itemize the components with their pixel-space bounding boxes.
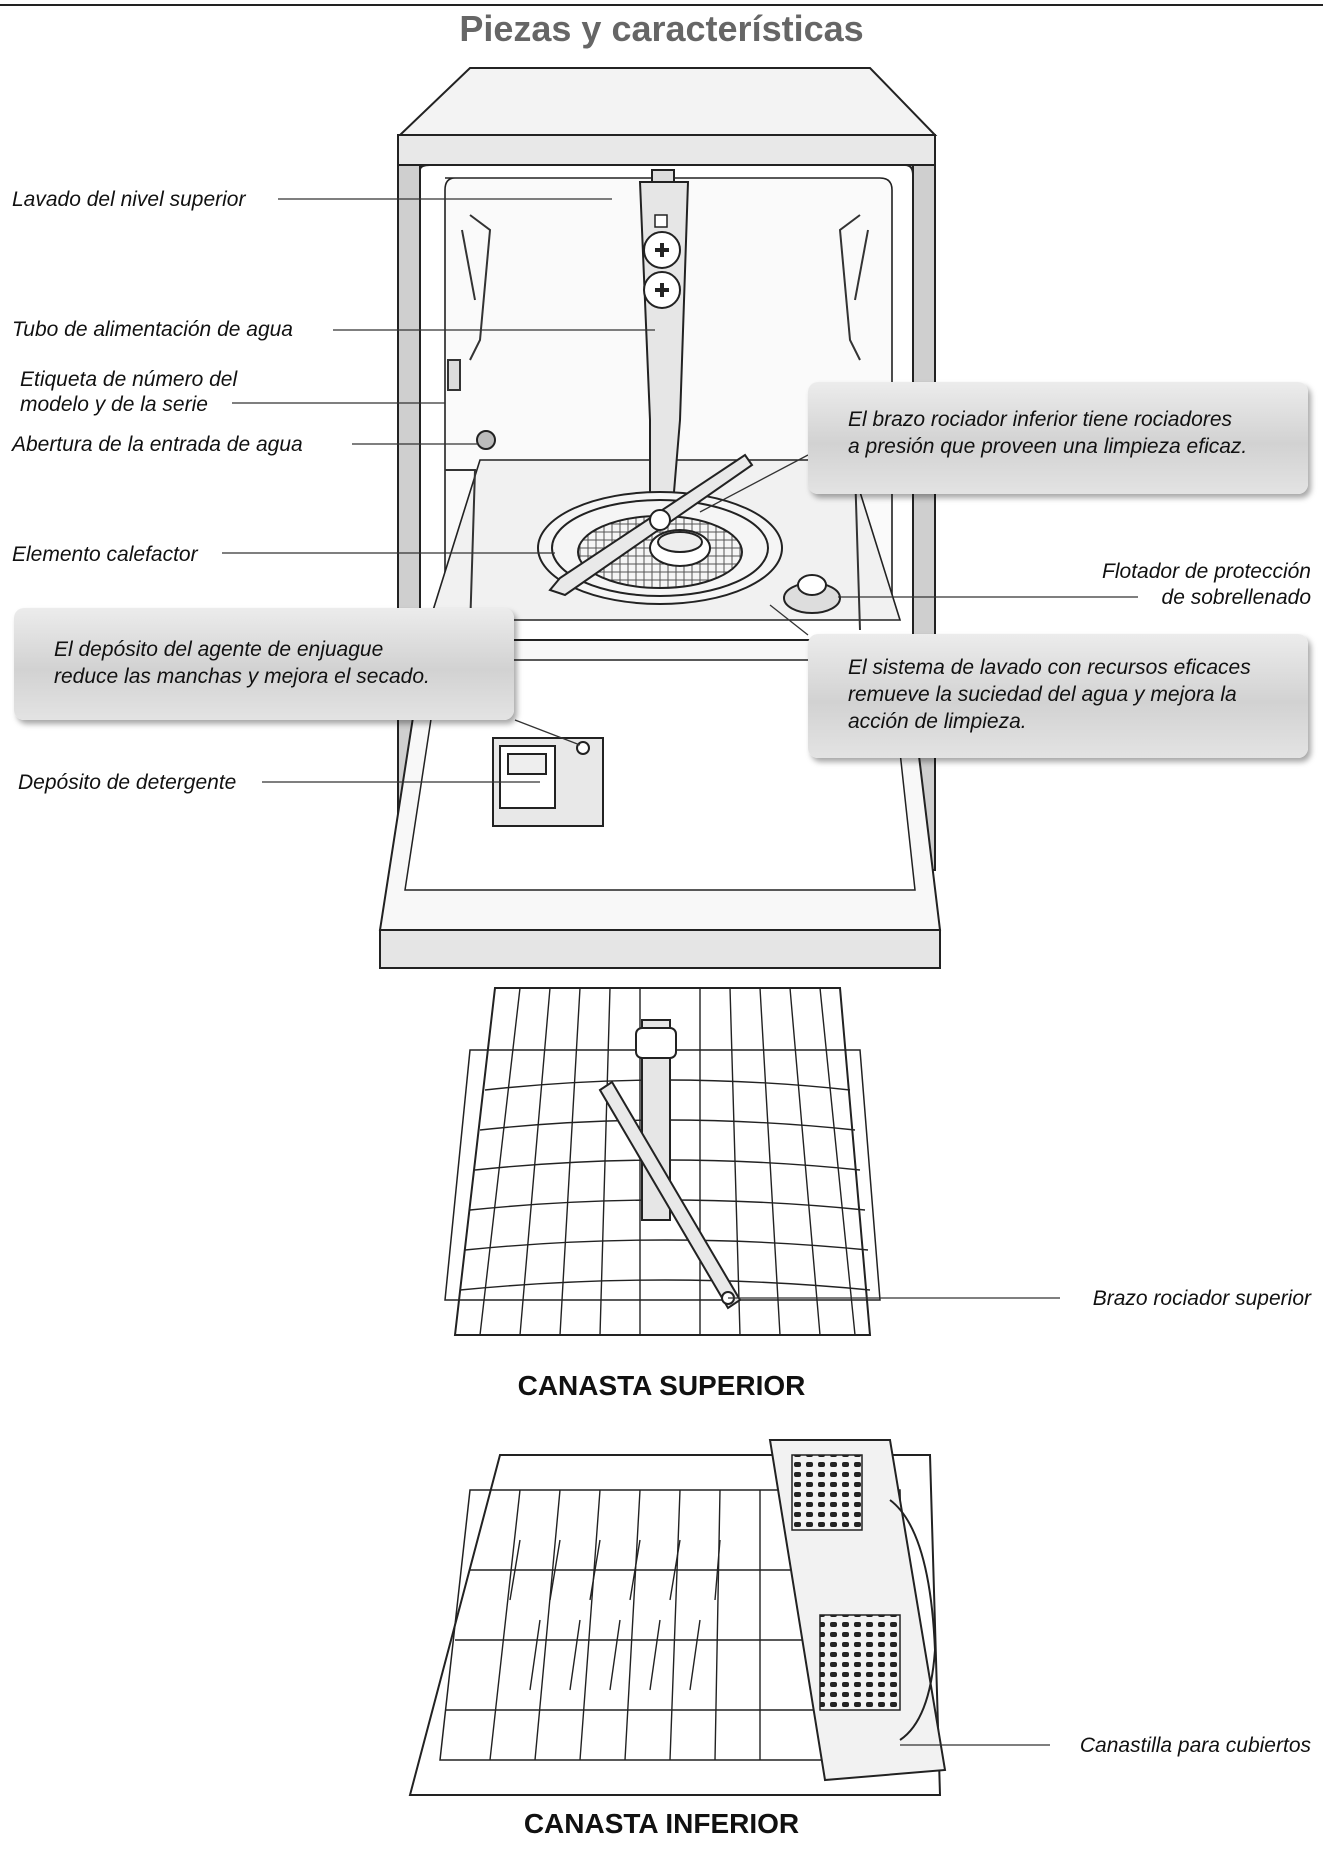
front-edge [397, 134, 936, 166]
label-water-inlet-opening: Abertura de la entrada de agua [12, 433, 303, 456]
page-title: Piezas y características [459, 8, 864, 49]
overfill-float [783, 574, 841, 614]
lower-basket [408, 1439, 947, 1796]
label-silverware-basket: Canastilla para cubiertos [1079, 1734, 1311, 1757]
heating-element-ring [537, 491, 783, 605]
silverware-basket-art [768, 1439, 947, 1782]
callout-rinse-aid-line1: El depósito del agente de enjuague [54, 638, 384, 661]
callout-wash-system-line1: El sistema de lavado con recursos eficac… [848, 656, 1251, 679]
callout-lower-spray-arm: El brazo rociador inferior tiene rociado… [808, 382, 1308, 494]
callout-wash-system: El sistema de lavado con recursos eficac… [808, 634, 1308, 758]
leader-lines [222, 198, 1138, 1746]
callout-wash-system-line2: remueve la suciedad del agua y mejora la [848, 683, 1237, 706]
leader-rinse-aid [514, 719, 581, 746]
lower-basket-title: CANASTA INFERIOR [523, 1808, 800, 1839]
lower-spray-arm [548, 453, 754, 597]
door-inner [404, 659, 916, 891]
top-rule [0, 4, 1323, 6]
leader-wash-system [769, 604, 809, 636]
callout-lower-spray-arm-line2: a presión que proveen una limpieza efica… [848, 435, 1248, 458]
label-detergent-dispenser: Depósito de detergente [18, 771, 237, 794]
upper-basket [444, 987, 881, 1336]
label-heating-element: Elemento calefactor [12, 543, 198, 566]
leader-lower-spray-arm [699, 454, 809, 513]
label-overfill-float-line2: de sobrellenado [1161, 586, 1311, 609]
dishwasher-body [378, 67, 942, 969]
label-model-serial-line1: Etiqueta de número del [20, 368, 238, 391]
label-overfill-float-line1: Flotador de protección [1102, 560, 1311, 583]
label-water-feed-tube: Tubo de alimentación de agua [12, 318, 293, 341]
water-inlet [476, 430, 496, 450]
callout-rinse-aid: El depósito del agente de enjuague reduc… [14, 608, 514, 720]
label-model-serial-line2: modelo y de la serie [20, 393, 208, 416]
label-upper-level-wash: Lavado del nivel superior [12, 188, 246, 211]
label-upper-spray-arm: Brazo rociador superior [1092, 1287, 1311, 1310]
door-bottom-edge [379, 929, 941, 969]
callout-wash-system-line3: acción de limpieza. [848, 710, 1027, 733]
callout-lower-spray-arm-line1: El brazo rociador inferior tiene rociado… [848, 408, 1233, 431]
upper-basket-title: CANASTA SUPERIOR [517, 1370, 806, 1401]
countertop-lid [397, 67, 938, 136]
callout-rinse-aid-line2: reduce las manchas y mejora el secado. [54, 665, 430, 688]
rack-rails [445, 214, 885, 631]
